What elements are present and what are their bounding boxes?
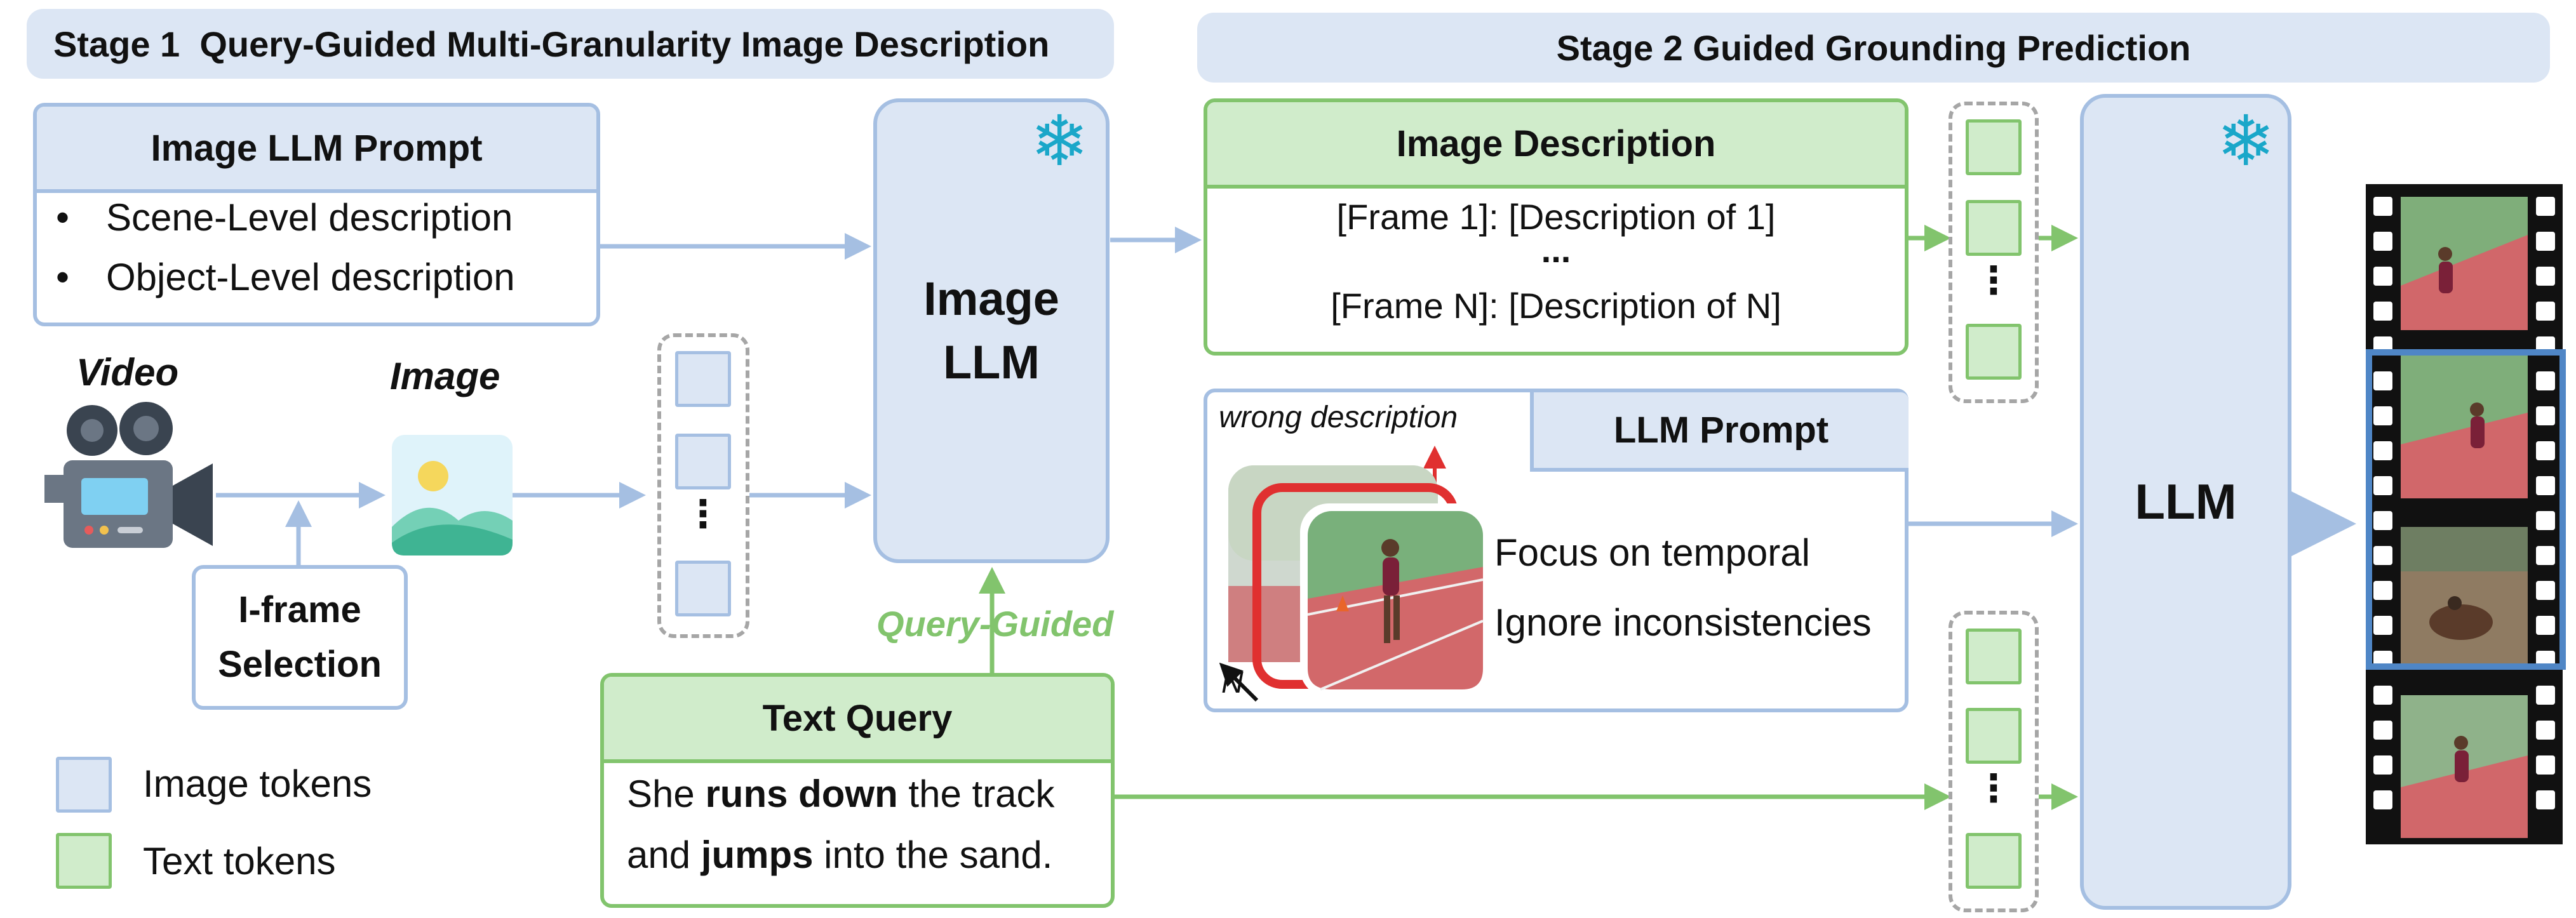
image-description-box: Image Description [Frame 1]: [Descriptio…: [1204, 98, 1909, 356]
image-description-title: Image Description: [1207, 102, 1905, 189]
ellipsis-icon: ⋮: [684, 493, 722, 535]
text-token: [1966, 324, 2022, 380]
legend-text-tokens-label: Text tokens: [143, 840, 336, 882]
legend-text-token-swatch: [56, 833, 112, 889]
text-token-column-top: [1949, 102, 2039, 403]
legend-image-tokens-label: Image tokens: [143, 762, 372, 805]
snowflake-icon: ❄: [1030, 102, 1089, 180]
text-token: [1966, 833, 2022, 889]
image-token: [675, 351, 731, 407]
snowflake-icon: ❄: [2217, 102, 2276, 180]
text-token: [1966, 708, 2022, 764]
stage1-header: Stage 1 Query-Guided Multi-Granularity I…: [27, 9, 1114, 79]
video-camera-icon: [44, 402, 213, 548]
llm-prompt-box: LLM Prompt wrong description N Focus on …: [1204, 389, 1909, 712]
ellipsis-icon: ⋮: [1975, 767, 2013, 809]
llm-prompt-line1: Focus on temporal: [1494, 531, 1810, 574]
description-frame-1: [Frame 1]: [Description of 1]: [1336, 197, 1776, 237]
image-llm-prompt-box: Image LLM Prompt •Scene-Level descriptio…: [33, 103, 600, 326]
description-ellipsis: ...: [1541, 230, 1571, 270]
image-llm-prompt-title: Image LLM Prompt: [37, 107, 596, 193]
film-strip-icon: [2366, 184, 2566, 844]
text-query-box: Text Query She runs down the track and j…: [600, 673, 1115, 908]
image-token: [675, 434, 731, 489]
text-token: [1966, 629, 2022, 684]
n-label: N: [1221, 666, 1244, 700]
prompt-bullet-object: •Object-Level description: [56, 256, 515, 298]
stacked-frames-icon: [1219, 446, 1491, 702]
video-label: Video: [76, 351, 179, 394]
image-icon: [392, 435, 513, 555]
stage1-title: Stage 1 Query-Guided Multi-Granularity I…: [53, 23, 1050, 64]
prompt-bullet-scene: •Scene-Level description: [56, 196, 513, 239]
image-token: [675, 561, 731, 616]
image-token-column: [657, 333, 749, 638]
query-guided-label: Query-Guided: [876, 604, 1114, 644]
text-query-line1: She runs down the track: [627, 773, 1055, 815]
llm-prompt-line2: Ignore inconsistencies: [1494, 601, 1872, 644]
image-llm-block: Image LLM: [873, 98, 1110, 563]
legend-image-token-swatch: [56, 757, 112, 813]
wrong-description-label: wrong description: [1219, 401, 1458, 434]
text-token: [1966, 119, 2022, 175]
image-label: Image: [390, 355, 500, 397]
iframe-selection-box: I-frame Selection: [192, 565, 408, 710]
stage2-header: Stage 2 Guided Grounding Prediction: [1197, 13, 2550, 83]
text-query-title: Text Query: [604, 677, 1111, 763]
ellipsis-icon: ⋮: [1975, 259, 2013, 302]
bullet-dot: •: [56, 196, 70, 239]
text-token-column-bottom: [1949, 611, 2039, 912]
llm-block: LLM: [2080, 94, 2291, 910]
text-query-line2: and jumps into the sand.: [627, 834, 1053, 876]
stage2-title: Stage 2 Guided Grounding Prediction: [1556, 27, 2191, 68]
bullet-dot: •: [56, 256, 70, 298]
text-token: [1966, 200, 2022, 256]
llm-prompt-title: LLM Prompt: [1530, 392, 1909, 472]
description-frame-n: [Frame N]: [Description of N]: [1331, 286, 1781, 326]
